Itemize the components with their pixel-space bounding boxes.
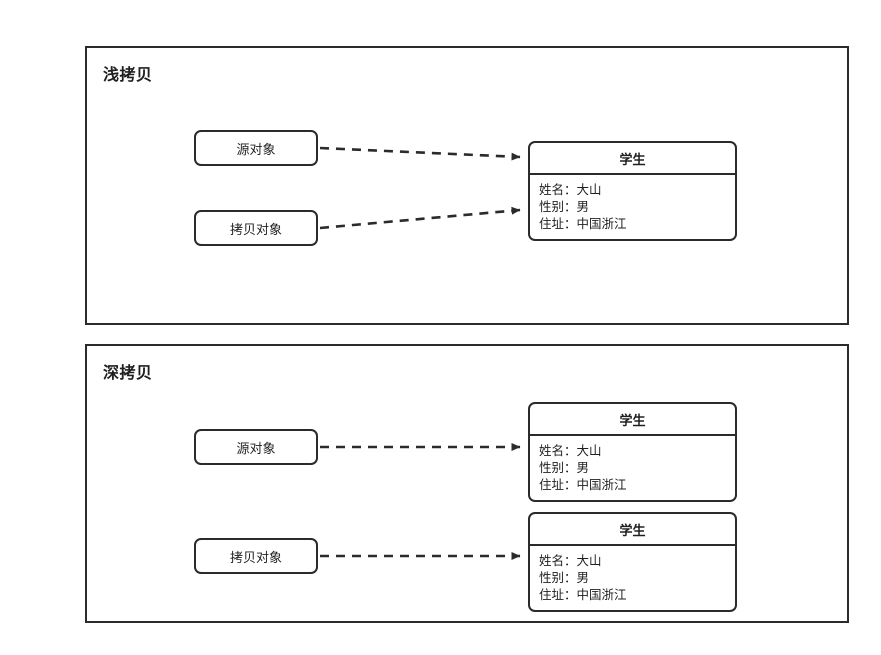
deep-source-student-field-gender: 性别：男	[539, 460, 590, 475]
section-title-shallow-copy: 浅拷贝	[103, 65, 153, 84]
section-title-deep-copy: 深拷贝	[103, 363, 153, 382]
deep-source-object-box[interactable]: 源对象	[194, 429, 318, 465]
shallow-student-card-body: 姓名：大山 性别：男 住址：中国浙江	[530, 175, 735, 239]
deep-copy-object-label: 拷贝对象	[229, 550, 282, 566]
deep-copy-student-field-name: 姓名：大山	[539, 553, 602, 568]
deep-source-student-field-name: 姓名：大山	[539, 443, 602, 458]
shallow-student-field-address: 住址：中国浙江	[539, 216, 627, 231]
deep-student-card-copy-body: 姓名：大山 性别：男 住址：中国浙江	[530, 546, 735, 610]
shallow-source-object-box[interactable]: 源对象	[194, 130, 318, 166]
deep-copy-student-field-gender: 性别：男	[539, 570, 590, 585]
deep-source-object-label: 源对象	[236, 441, 276, 457]
shallow-copy-object-label: 拷贝对象	[229, 222, 282, 238]
deep-student-card-copy[interactable]: 学生 姓名：大山 性别：男 住址：中国浙江	[528, 512, 737, 612]
shallow-student-field-name: 姓名：大山	[539, 182, 602, 197]
deep-student-card-source-header: 学生	[530, 404, 735, 436]
shallow-student-card[interactable]: 学生 姓名：大山 性别：男 住址：中国浙江	[528, 141, 737, 241]
deep-copy-object-box[interactable]: 拷贝对象	[194, 538, 318, 574]
deep-student-card-copy-header: 学生	[530, 514, 735, 546]
deep-copy-student-field-address: 住址：中国浙江	[539, 587, 627, 602]
deep-student-card-source[interactable]: 学生 姓名：大山 性别：男 住址：中国浙江	[528, 402, 737, 502]
shallow-copy-object-box[interactable]: 拷贝对象	[194, 210, 318, 246]
shallow-student-card-header: 学生	[530, 143, 735, 175]
deep-student-card-source-body: 姓名：大山 性别：男 住址：中国浙江	[530, 436, 735, 500]
shallow-source-object-label: 源对象	[236, 142, 276, 158]
deep-source-student-field-address: 住址：中国浙江	[539, 477, 627, 492]
shallow-student-field-gender: 性别：男	[539, 199, 590, 214]
